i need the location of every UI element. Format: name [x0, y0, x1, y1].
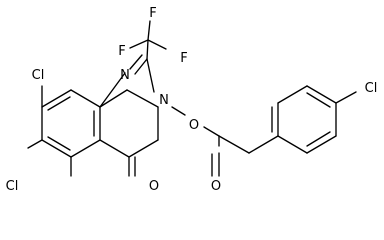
bond	[47, 96, 71, 111]
bond	[335, 91, 357, 104]
bond	[306, 131, 331, 147]
bond	[277, 85, 308, 104]
atom-label-cl-para: Cl	[365, 81, 378, 96]
atom-label-o-carbonyl: O	[211, 179, 221, 194]
atom-label-n1: N	[120, 68, 130, 83]
bond	[248, 135, 279, 154]
bond	[99, 139, 130, 158]
bond	[70, 89, 101, 108]
bond	[277, 135, 308, 154]
bond	[129, 39, 149, 49]
bonds	[27, 20, 357, 177]
atom-label-f-left: F	[118, 44, 125, 59]
atom-label-f-right: F	[180, 51, 187, 66]
bond	[126, 89, 159, 108]
bond	[128, 139, 159, 158]
bond	[306, 135, 337, 154]
bond	[47, 136, 71, 151]
bond	[146, 39, 149, 60]
bond	[70, 139, 101, 158]
bond	[41, 139, 72, 158]
bond	[147, 39, 167, 50]
atom-label-n3: N	[159, 93, 169, 108]
bond	[134, 58, 148, 75]
atom-label-f-top: F	[149, 6, 156, 21]
bond	[306, 92, 331, 108]
bond	[146, 58, 155, 93]
bond	[171, 106, 186, 116]
bond	[218, 135, 250, 154]
structure-diagram: F F F N N O O O Cl Cl Cl	[6, 6, 378, 194]
atom-labels: F F F N N O O O Cl Cl Cl	[6, 6, 378, 194]
bond	[129, 54, 143, 70]
bond	[27, 139, 43, 149]
bond	[306, 85, 337, 104]
bond	[203, 126, 220, 137]
atom-label-o-ester: O	[189, 118, 199, 133]
bond	[41, 89, 72, 108]
atom-label-o-keto: O	[149, 179, 159, 194]
bond	[99, 89, 128, 108]
bond	[147, 20, 151, 41]
atom-label-cl-6: Cl	[6, 179, 19, 194]
atom-label-cl-8: Cl	[32, 68, 45, 83]
bond	[99, 72, 126, 108]
